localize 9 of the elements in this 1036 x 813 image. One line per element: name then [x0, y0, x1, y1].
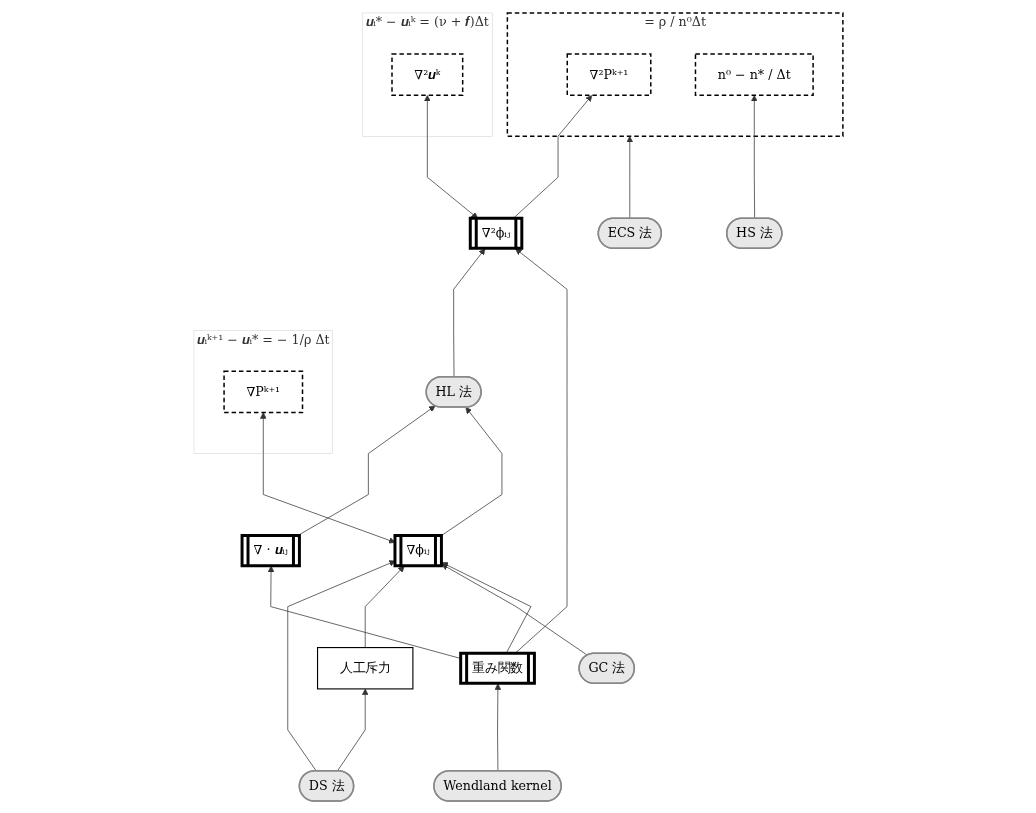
node-box — [316, 646, 413, 689]
node-box — [390, 52, 463, 96]
node-box — [694, 52, 814, 96]
diagram: 𝒖ᵢᵏ⁺¹ − 𝒖ᵢ* = − 1/ρ Δt 𝒖ᵢ* − 𝒖ᵢᵏ = (ν + 𝒇)Δt = ρ / n⁰Δt ∇²Pᵏ⁺¹ n⁰ − n* / Δt ECS 法 HS 法 HL 法 DS 法 ∇ · 𝒖ᵢⱼ ∇²ϕᵢⱼ ∇ϕᵢⱼ 人工斥力 重み関数 GC 法 ∇²𝒖ᵏ ∇Pᵏ⁺¹ Wendland kernel — [187, 6, 849, 807]
node-box — [222, 370, 303, 413]
cluster — [506, 11, 844, 137]
cluster — [193, 329, 333, 454]
cluster — [361, 12, 493, 136]
node-box — [566, 52, 652, 96]
